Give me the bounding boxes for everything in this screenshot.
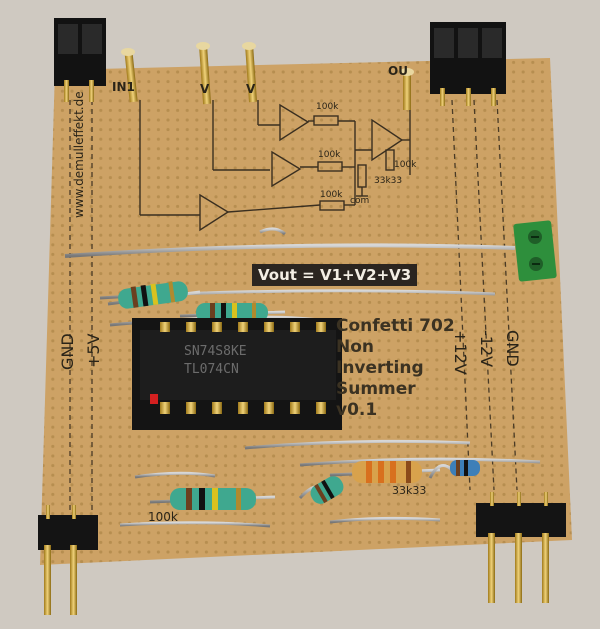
r-label-3: 100k xyxy=(320,190,343,200)
12v-negative-label: -12V xyxy=(477,330,496,368)
output-label: OU xyxy=(388,64,408,78)
r-label-1: 100k xyxy=(316,102,339,112)
jumper-wire-7 xyxy=(329,516,441,524)
gnd-right-label: GND xyxy=(503,330,522,367)
formula-label: Vout = V1+V2+V3 xyxy=(252,264,418,286)
resistor-4 xyxy=(298,476,344,504)
resistor-6 xyxy=(428,460,481,479)
url-label: www.demulleffekt.de xyxy=(72,91,86,218)
ic-pins-top xyxy=(160,322,326,332)
input-pins xyxy=(121,42,414,110)
header-bottom-left xyxy=(38,505,98,615)
jumper-loop xyxy=(259,227,287,236)
bottom-label-33k33: 33k33 xyxy=(392,484,427,497)
right-rails xyxy=(451,99,518,491)
r-label-5: 33k33 xyxy=(374,176,403,186)
header-top-left xyxy=(54,18,106,102)
bus-wire xyxy=(64,243,516,258)
jumper-wire-6 xyxy=(119,521,271,528)
pcb-board xyxy=(40,58,572,565)
5v-left-label: +5V xyxy=(84,333,103,368)
terminal-block xyxy=(513,220,557,282)
gnd-left-label: GND xyxy=(58,333,77,370)
title-line-2: Non xyxy=(336,337,375,357)
ic-marking-2: TL074CN xyxy=(184,362,239,377)
jumper-wire-4 xyxy=(134,471,216,479)
resistor-3 xyxy=(149,488,276,510)
ic-pins-bottom xyxy=(160,402,326,414)
resistor-2 xyxy=(179,303,286,322)
title-line-3: Inverting xyxy=(336,358,424,378)
header-bottom-right xyxy=(476,492,566,603)
schematic-print xyxy=(139,100,411,232)
title-block: Confetti 702 Non Inverting Summer v0.1 xyxy=(336,316,455,421)
title-line-4: Summer xyxy=(336,379,416,399)
title-line-5: v0.1 xyxy=(336,400,378,420)
input-v3-label: V xyxy=(246,82,256,96)
bottom-label-100k: 100k xyxy=(148,510,178,524)
input-in1-label: IN1 xyxy=(112,80,135,94)
resistor-5 xyxy=(329,461,441,483)
header-top-right xyxy=(430,22,506,106)
resistor-1 xyxy=(107,281,201,309)
jumper-wire-3 xyxy=(244,439,471,450)
r-label-6: com xyxy=(350,196,370,206)
jumper-wire-5 xyxy=(299,457,541,467)
input-v2-label: V xyxy=(200,82,210,96)
r-label-2: 100k xyxy=(318,150,341,160)
title-line-1: Confetti 702 xyxy=(336,316,455,336)
r-label-4: 100k xyxy=(394,160,417,170)
ic-marking-1: SN74S8KE xyxy=(184,344,247,359)
